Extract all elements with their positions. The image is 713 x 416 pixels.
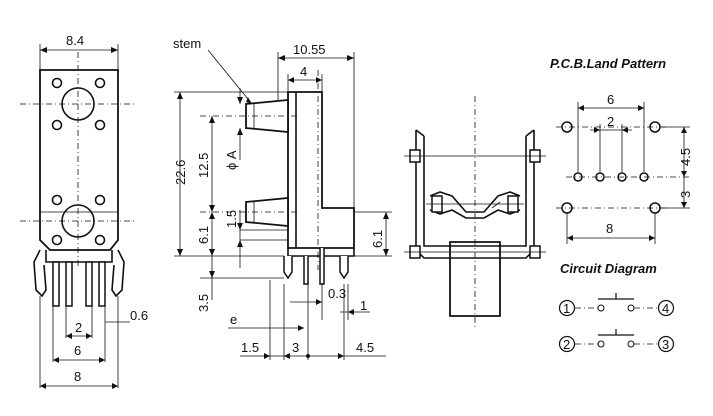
bottom-label-4-5: 4.5: [356, 340, 374, 355]
pcb-label-2: 2: [607, 114, 614, 129]
bracket-view: [404, 96, 546, 330]
phi-a-label: ϕ A: [224, 150, 239, 170]
pcb-land-pattern: P.C.B.Land Pattern 6 2 4.5 3: [550, 56, 693, 244]
terminal-4: 4: [662, 301, 669, 316]
circuit-title: Circuit Diagram: [560, 261, 657, 276]
bottom-label-1-5: 1.5: [241, 340, 259, 355]
pin-length-label: 3.5: [196, 294, 211, 312]
side-view: 10.55 4 stem 22.6 12.5 ϕ A 6.1 1.5: [173, 36, 392, 360]
pin-spacing-2-label: 2: [75, 320, 82, 335]
label-e: e: [230, 312, 237, 327]
label-6-1-left: 6.1: [196, 226, 211, 244]
label-6-1-right: 6.1: [370, 230, 385, 248]
front-view: 8.4 0.6 2 6 8: [20, 33, 148, 389]
stem-length-label: 4: [300, 64, 307, 79]
terminal-1: 1: [563, 301, 570, 316]
label-1-5-vertical: 1.5: [224, 210, 239, 228]
height-label: 22.6: [173, 160, 188, 185]
pcb-label-6: 6: [607, 92, 614, 107]
pcb-label-8: 8: [606, 221, 613, 236]
overall-depth-label: 10.55: [293, 42, 326, 57]
terminal-2: 2: [563, 337, 570, 352]
terminal-3: 3: [662, 337, 669, 352]
label-1: 1: [360, 298, 367, 313]
pcb-title: P.C.B.Land Pattern: [550, 56, 666, 71]
bottom-label-3: 3: [292, 340, 299, 355]
pcb-label-4-5: 4.5: [678, 148, 693, 166]
circuit-diagram: Circuit Diagram 1 4 2 3: [558, 261, 675, 353]
pin-width-label: 0.6: [130, 308, 148, 323]
front-width-label: 8.4: [66, 33, 84, 48]
spacing-12-5-label: 12.5: [196, 153, 211, 178]
pin-spacing-8-label: 8: [74, 369, 81, 384]
pcb-label-3: 3: [678, 191, 693, 198]
pin-spacing-6-label: 6: [74, 343, 81, 358]
stem-label: stem: [173, 36, 201, 51]
label-0-3: 0.3: [328, 286, 346, 301]
